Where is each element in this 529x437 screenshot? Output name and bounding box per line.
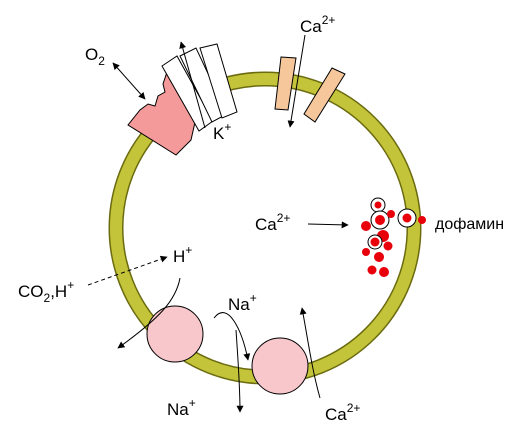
o2-arrow — [112, 62, 146, 100]
h-efflux-arrow — [117, 277, 181, 349]
ca-mid-label: Ca2+ — [255, 211, 290, 234]
na-influx-arrow — [213, 312, 251, 361]
k-efflux-arrow — [179, 41, 206, 129]
ca-influx-arrow — [287, 34, 306, 128]
ca-bottom-label: Ca2+ — [325, 401, 360, 424]
na-ca-exchanger — [251, 337, 309, 395]
k-label: K+ — [213, 120, 231, 143]
co2-h-label: CO2,H+ — [18, 278, 74, 305]
ca-to-vesicles-arrow — [307, 221, 349, 229]
na-out-label: Na+ — [167, 396, 196, 419]
ca-top-label: Ca2+ — [300, 13, 335, 36]
ca-efflux-arrow — [299, 307, 321, 399]
na-out-arrow — [235, 329, 244, 413]
na-h-exchanger — [146, 305, 204, 363]
h-label: H+ — [173, 243, 192, 266]
o2-label: O2 — [85, 45, 105, 68]
ca-channel — [274, 56, 346, 123]
na-in-label: Na+ — [228, 291, 257, 314]
dopamine-vesicles — [361, 197, 426, 277]
dopamine-label: дофамин — [435, 216, 504, 233]
